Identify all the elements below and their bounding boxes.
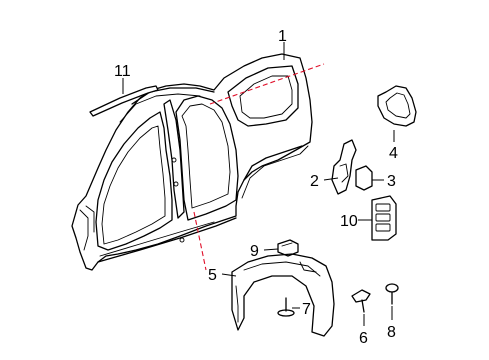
callout-7: 7 xyxy=(302,301,311,318)
uniside-panel[interactable] xyxy=(71,53,313,271)
pressure-vent[interactable] xyxy=(371,195,397,241)
wheelhouse-liner[interactable] xyxy=(231,253,335,337)
fuel-door-panel[interactable] xyxy=(355,165,373,191)
leader-line xyxy=(221,273,237,277)
roof-molding[interactable] xyxy=(89,85,159,117)
section-cut-line xyxy=(193,211,207,271)
callout-8: 8 xyxy=(387,324,396,341)
leader-line xyxy=(323,177,339,181)
callout-2: 2 xyxy=(310,173,319,190)
callout-5: 5 xyxy=(208,267,217,284)
reinforcement-bracket[interactable] xyxy=(331,139,357,195)
leader-line xyxy=(263,248,279,251)
callout-6: 6 xyxy=(359,330,368,347)
callout-3: 3 xyxy=(387,173,396,190)
callout-1: 1 xyxy=(278,28,287,45)
push-pin[interactable] xyxy=(277,297,295,317)
retainer-clip[interactable] xyxy=(277,239,299,257)
push-retainer[interactable] xyxy=(351,289,371,313)
callout-11: 11 xyxy=(114,63,131,80)
callout-4: 4 xyxy=(389,145,398,162)
section-cut-line xyxy=(209,63,325,105)
callout-9: 9 xyxy=(250,243,259,260)
screw[interactable] xyxy=(385,283,399,305)
callout-10: 10 xyxy=(340,213,358,230)
window-weatherstrip[interactable] xyxy=(377,85,417,127)
